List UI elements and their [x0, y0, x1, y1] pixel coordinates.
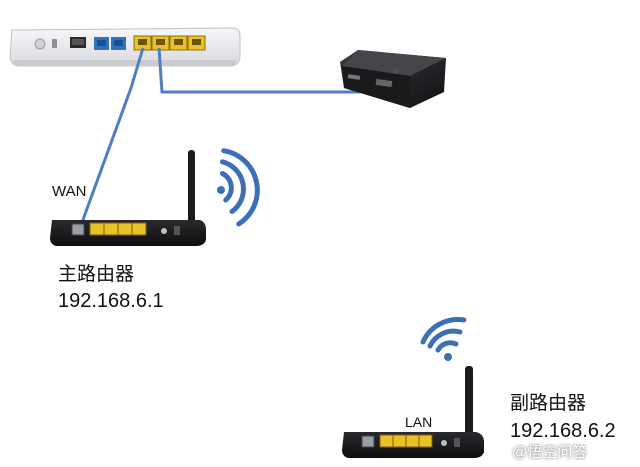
modem-icon: [9, 27, 241, 67]
main-router-name: 主路由器: [58, 264, 135, 285]
wan-label: WAN: [52, 183, 87, 200]
tv-box-icon: [340, 50, 446, 108]
router-icon: [50, 150, 206, 246]
sub-router-icon: [342, 366, 484, 458]
watermark: @悟空问答: [512, 444, 588, 461]
main-router-ip: 192.168.6.1: [58, 290, 164, 312]
wifi-icon: [217, 148, 260, 227]
sub-router-name: 副路由器: [510, 393, 587, 414]
sub-wifi-icon: [420, 316, 467, 361]
sub-router-ip: 192.168.6.2: [510, 420, 616, 442]
lan-label: LAN: [405, 414, 433, 430]
modem-lan-ports: [133, 35, 206, 51]
cable-modem-to-main-router: [78, 47, 145, 229]
